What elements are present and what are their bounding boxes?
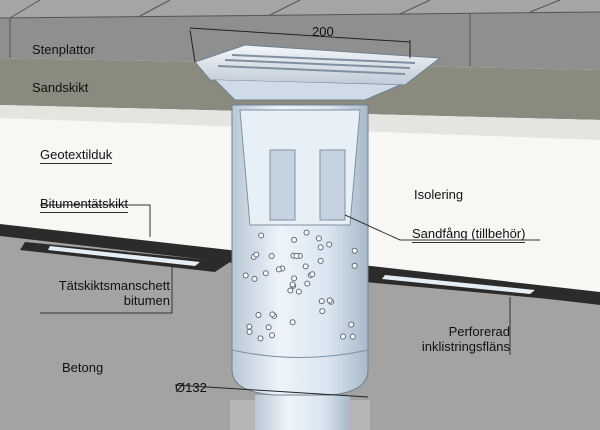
label-sandskikt: Sandskikt	[32, 80, 89, 95]
label-line-2: inklistringsfläns	[421, 339, 510, 354]
perforation-hole	[340, 333, 347, 340]
label-sandfang: Sandfång (tillbehör)	[412, 226, 526, 243]
label-line-1: Perforerad	[448, 324, 510, 339]
perforation-hole	[269, 332, 276, 339]
perforation-hole	[302, 263, 309, 270]
perforation-hole	[309, 271, 316, 278]
perforation-hole	[269, 311, 276, 318]
outlet-pipe	[255, 395, 350, 430]
perforation-hole	[289, 281, 296, 288]
perforation-hole	[318, 298, 325, 305]
perforation-hole	[253, 251, 260, 258]
label-line-1: Tätskiktsmanschett	[58, 278, 170, 293]
perforation-hole	[303, 229, 310, 236]
perforation-hole	[246, 328, 253, 335]
perforation-hole	[255, 312, 262, 319]
perforation-hole	[348, 321, 355, 328]
perforation-hole	[317, 257, 324, 264]
perforation-hole	[268, 253, 275, 260]
perforation-hole	[287, 287, 294, 294]
perforation-hole	[349, 333, 356, 340]
perforation-hole	[304, 280, 311, 287]
label-geotextilduk: Geotextilduk	[40, 147, 113, 164]
paver-joints	[0, 0, 600, 66]
label-line-2: bitumen	[123, 293, 170, 308]
perforation-hole	[291, 236, 298, 243]
perforation-hole	[291, 275, 298, 282]
perforation-hole	[317, 244, 324, 251]
leader-lines	[40, 204, 540, 355]
label-isolering: Isolering	[414, 187, 464, 202]
perforation-hole	[326, 241, 333, 248]
dimension-lines	[174, 27, 411, 398]
dimension-width: 200	[312, 24, 334, 39]
perforation-hole	[242, 272, 249, 279]
perforation-hole	[246, 323, 253, 330]
perforation-hole	[289, 319, 296, 326]
label-stenplattor: Stenplattor	[32, 42, 95, 57]
dimension-diameter: Ø132	[175, 380, 207, 395]
perforation-hole	[275, 266, 282, 273]
perforation-hole	[315, 235, 322, 242]
perforation-hole	[265, 324, 272, 331]
perforation-hole	[326, 297, 333, 304]
label-betong: Betong	[62, 360, 104, 375]
perforation-hole	[319, 308, 326, 315]
perforation-hole	[351, 262, 358, 269]
perforation-hole	[351, 247, 358, 254]
perforation-hole	[257, 335, 264, 342]
label-perforerad: Perforerad inklistringsfläns	[400, 324, 510, 354]
grate-slots	[217, 54, 416, 75]
perforation-hole	[258, 232, 265, 239]
perforation-holes	[242, 229, 358, 342]
label-bitumentatskikt: Bitumentätskikt	[40, 196, 129, 213]
perforation-hole	[262, 270, 269, 277]
label-tatskiktsmanschett: Tätskiktsmanschett bitumen	[40, 278, 170, 308]
perforation-hole	[251, 275, 258, 282]
perforation-hole	[295, 288, 302, 295]
perforation-hole	[293, 252, 300, 259]
